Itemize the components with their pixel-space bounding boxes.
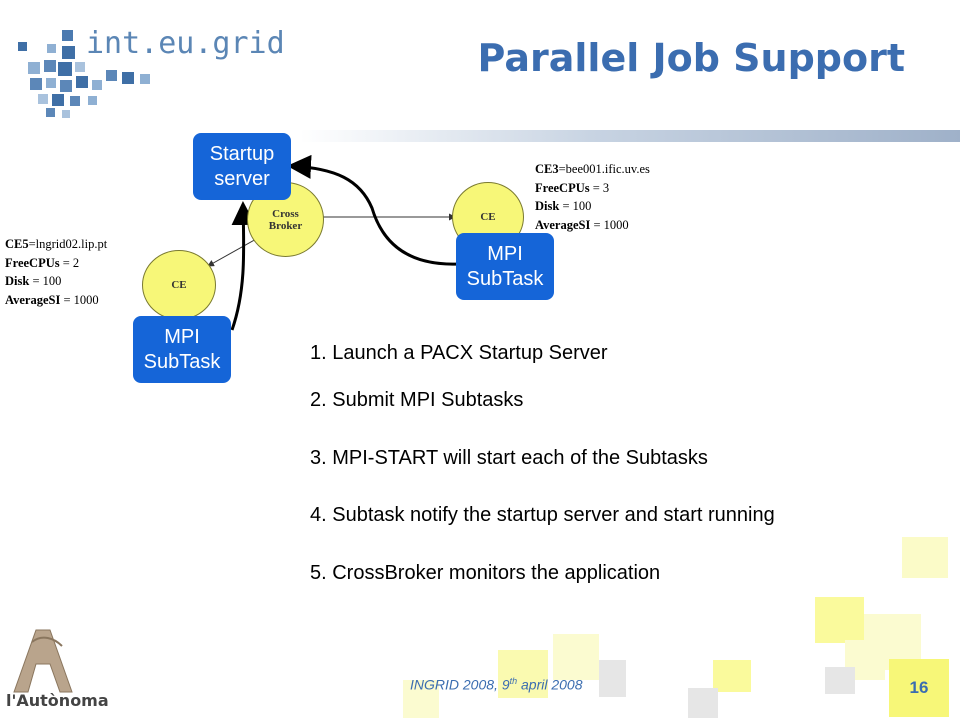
broker-to-ce-left-arrow	[207, 237, 259, 267]
step-1: 1. Launch a PACX Startup Server	[310, 342, 608, 364]
slide-title: Parallel Job Support	[477, 36, 905, 80]
step-2: 2. Submit MPI Subtasks	[310, 389, 524, 411]
ce5-info: CE5=lngrid02.lip.pt FreeCPUs = 2 Disk = …	[5, 237, 108, 307]
right-subtask-to-server-arrow	[287, 154, 459, 266]
left-subtask-to-server-arrow	[230, 201, 256, 331]
step-4: 4. Subtask notify the startup server and…	[310, 504, 775, 526]
step-5: 5. CrossBroker monitors the application	[310, 562, 661, 584]
autonoma-a-icon	[13, 629, 73, 693]
header-divider-bar	[300, 130, 960, 142]
logo-text: int.eu.grid	[86, 26, 285, 61]
autonoma-text: l'Autònoma	[6, 691, 109, 710]
footer-event: INGRID 2008, 9th april 2008	[410, 676, 583, 693]
startup-server-box: Startup server	[193, 133, 291, 200]
step-3: 3. MPI-START will start each of the Subt…	[310, 447, 708, 469]
mpi-subtask-left-box: MPI SubTask	[133, 316, 231, 383]
page-number: 16	[889, 659, 949, 717]
ce-left-node: CE	[142, 250, 216, 320]
ce3-info: CE3=bee001.ific.uv.es FreeCPUs = 3 Disk …	[535, 162, 650, 232]
mpi-subtask-right-box: MPI SubTask	[456, 233, 554, 300]
